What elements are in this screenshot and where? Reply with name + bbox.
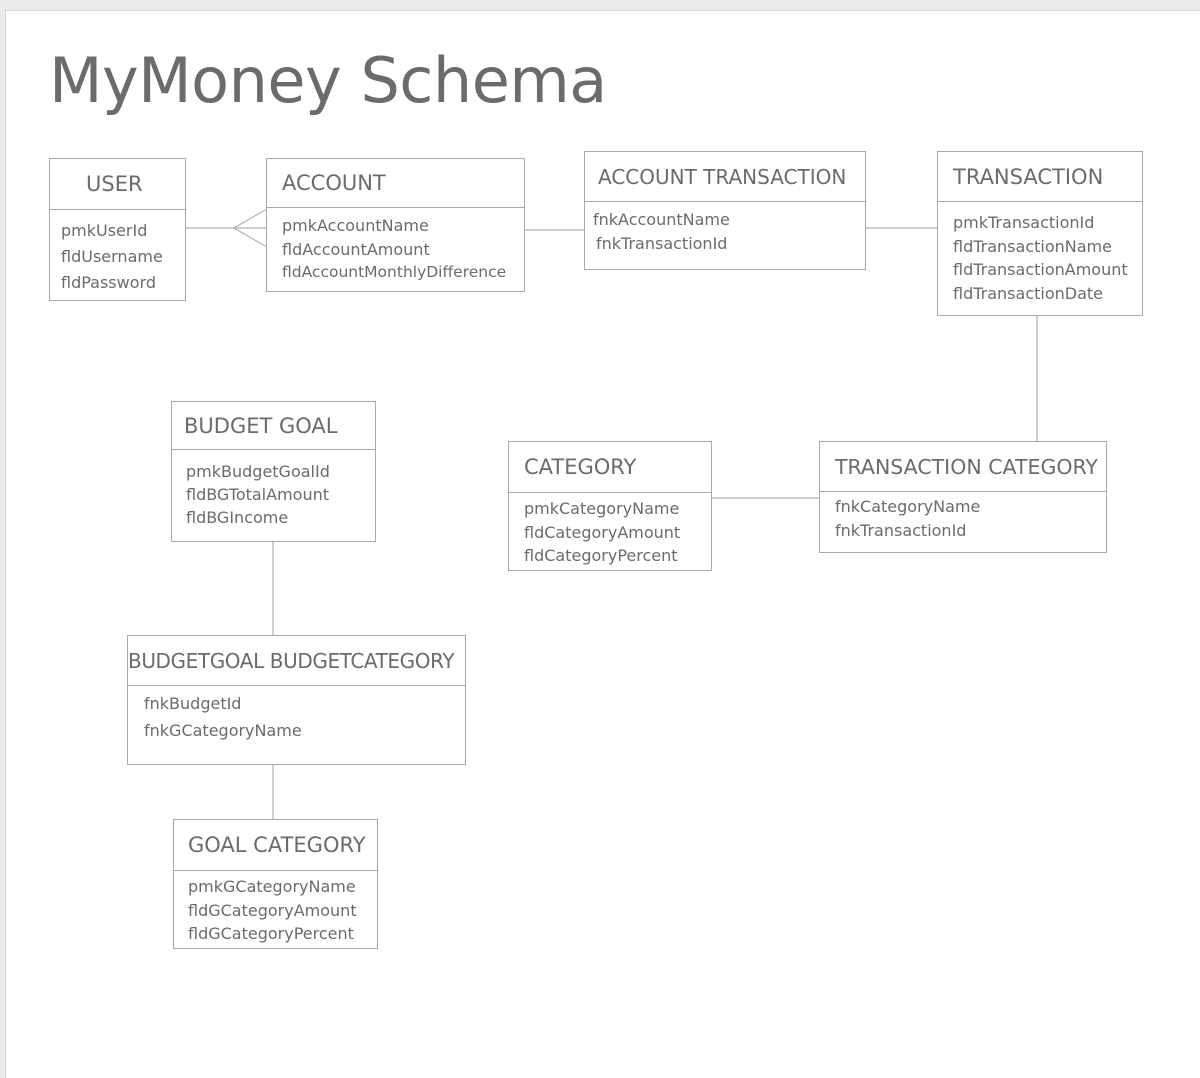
field-fnktransactionid-tc: fnkTransactionId [835, 521, 967, 540]
field-fnktransactionid: fnkTransactionId [596, 234, 728, 253]
field-fnkbudgetid: fnkBudgetId [144, 694, 242, 713]
entity-budgetgoal-budgetcategory-header: BUDGETGOAL BUDGETCATEGORY [128, 636, 465, 686]
field-fldtransactionname: fldTransactionName [953, 236, 1112, 256]
field-pmkgcategoryname: pmkGCategoryName [188, 877, 356, 896]
entity-account-transaction-header: ACCOUNT TRANSACTION [585, 152, 865, 202]
entity-account: ACCOUNT pmkAccountName fldAccountAmount … [266, 158, 525, 292]
field-fldtransactionamount: fldTransactionAmount [953, 260, 1128, 279]
entity-transaction-header: TRANSACTION [938, 152, 1142, 202]
field-pmktransactionid: pmkTransactionId [953, 213, 1095, 232]
entity-transaction-category: TRANSACTION CATEGORY fnkCategoryName fnk… [819, 441, 1107, 553]
field-fldusername: fldUsername [61, 247, 163, 266]
field-fldcategorypercent: fldCategoryPercent [524, 546, 678, 565]
field-fnkgcategoryname: fnkGCategoryName [144, 721, 302, 740]
entity-account-transaction: ACCOUNT TRANSACTION fnkAccountName fnkTr… [584, 151, 866, 270]
field-fldbgtotalamount: fldBGTotalAmount [186, 485, 329, 504]
field-fldbgincome: fldBGIncome [186, 508, 289, 527]
field-pmkuserid: pmkUserId [61, 221, 148, 240]
entity-budget-goal-header: BUDGET GOAL [172, 402, 375, 450]
entity-user-header: USER [50, 159, 185, 210]
field-pmkbudgetgoalid: pmkBudgetGoalId [186, 462, 330, 481]
field-pmkcategoryname: pmkCategoryName [524, 499, 680, 518]
entity-account-header: ACCOUNT [267, 159, 524, 208]
field-fldaccountamount: fldAccountAmount [282, 239, 430, 259]
field-fldgcategoryamount: fldGCategoryAmount [188, 900, 357, 920]
field-fldpassword: fldPassword [61, 273, 156, 292]
entity-budget-goal: BUDGET GOAL pmkBudgetGoalId fldBGTotalAm… [171, 401, 376, 542]
entity-transaction: TRANSACTION pmkTransactionId fldTransact… [937, 151, 1143, 316]
entity-goal-category: GOAL CATEGORY pmkGCategoryName fldGCateg… [173, 819, 378, 949]
entity-goal-category-header: GOAL CATEGORY [174, 820, 377, 871]
field-fldaccountmonthlydifference: fldAccountMonthlyDifference [282, 263, 507, 281]
entity-category: CATEGORY pmkCategoryName fldCategoryAmou… [508, 441, 712, 571]
crows-foot-account [232, 208, 268, 248]
field-fldgcategorypercent: fldGCategoryPercent [188, 924, 354, 943]
entity-budgetgoal-budgetcategory: BUDGETGOAL BUDGETCATEGORY fnkBudgetId fn… [127, 635, 466, 765]
entity-category-header: CATEGORY [509, 442, 711, 493]
diagram-title: MyMoney Schema [49, 44, 607, 117]
entity-user: USER pmkUserId fldUsername fldPassword [49, 158, 186, 301]
field-fnkaccountname: fnkAccountName [593, 210, 730, 229]
field-pmkaccountname: pmkAccountName [282, 216, 429, 235]
entity-transaction-category-header: TRANSACTION CATEGORY [820, 442, 1106, 492]
field-fnkcategoryname: fnkCategoryName [835, 497, 981, 516]
field-fldcategoryamount: fldCategoryAmount [524, 522, 681, 542]
field-fldtransactiondate: fldTransactionDate [953, 283, 1104, 303]
